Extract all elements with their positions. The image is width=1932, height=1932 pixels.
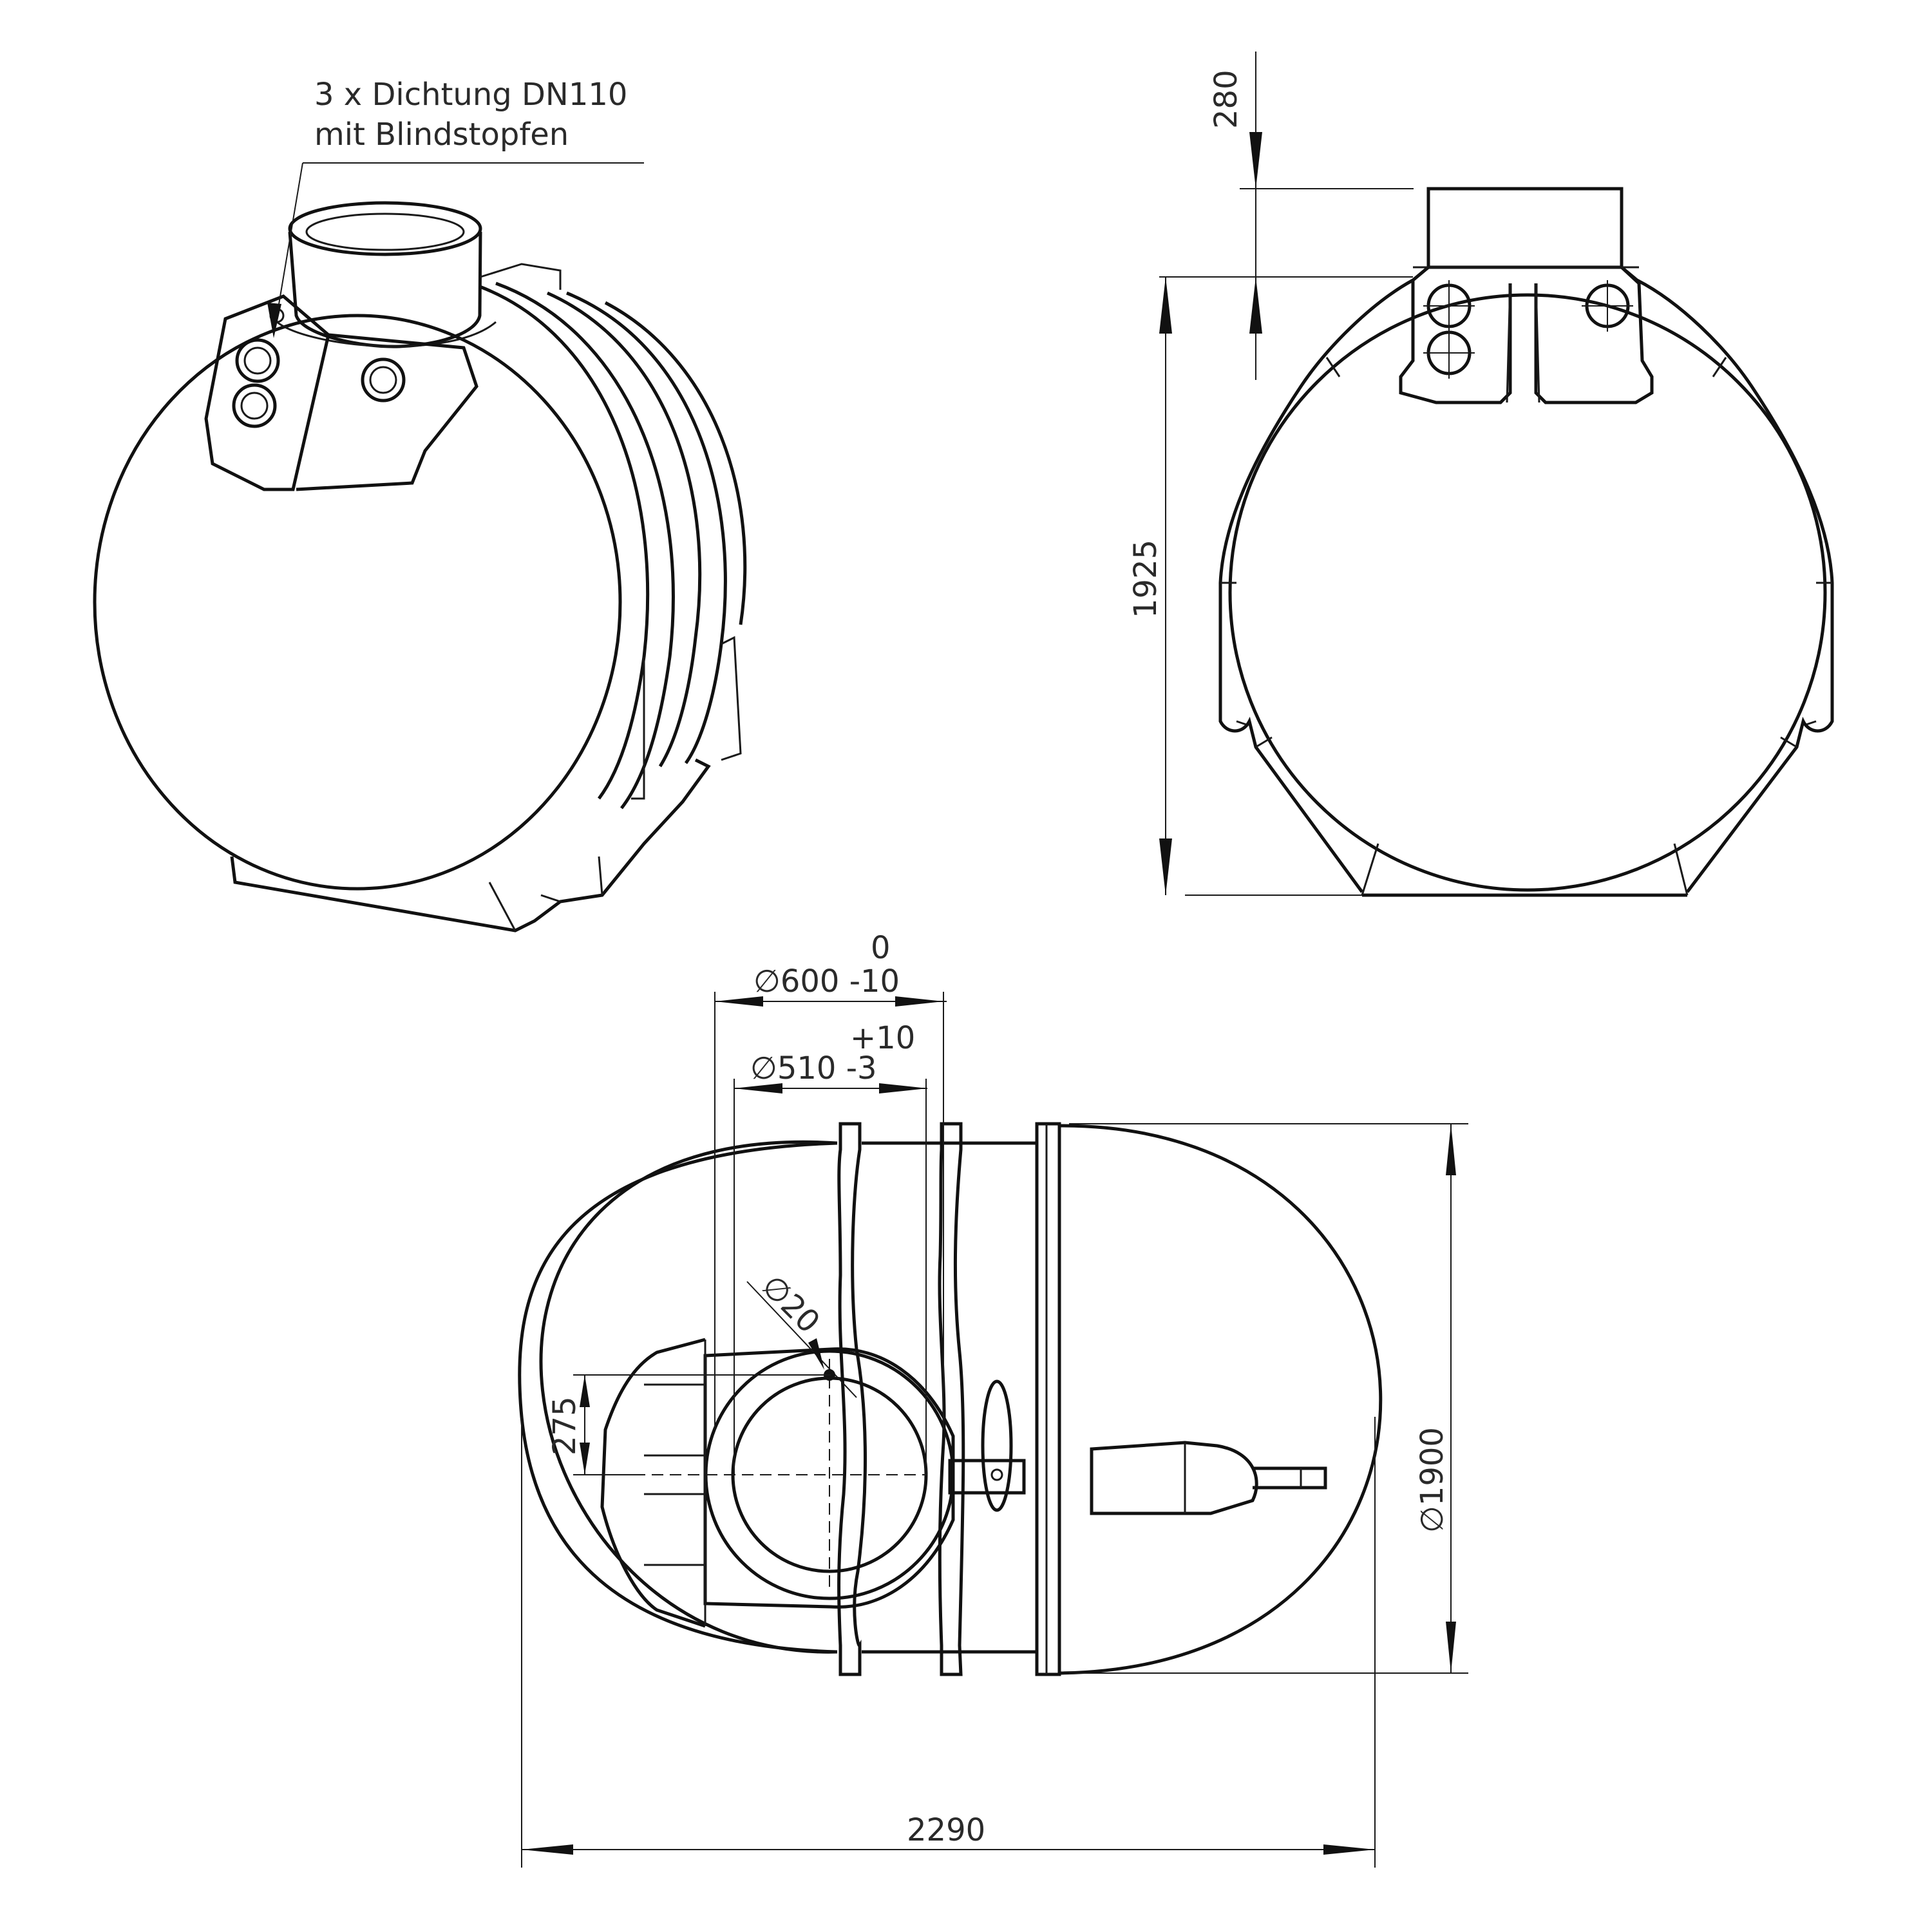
iso-seal-2 [232,383,277,428]
dim-d1900-arrow-bot [1446,1622,1456,1673]
dim-d510-lower-tol: +10 [850,1020,915,1056]
dim-280-arrow-top [1249,132,1262,189]
iso-rib-4 [566,291,727,764]
dim-275-arrow-bot [580,1443,590,1475]
front-block-right [1534,266,1654,404]
iso-seal-1 [235,338,280,383]
dim-d600-arrow-left [715,996,763,1007]
dim-275-label: 275 [547,1396,583,1455]
dim-280-label: 280 [1208,70,1244,129]
front-block-slot [1506,283,1540,403]
dim-d20-leader [746,1281,857,1398]
top-outlet-body [1090,1441,1258,1515]
top-rib-1 [837,1122,867,1676]
front-port-2-cross [1423,327,1475,379]
callout-arrowhead [267,303,281,338]
dim-2290-label: 2290 [907,1812,985,1848]
front-rib-left [1220,582,1247,726]
front-base-chamfer-left [1361,843,1379,896]
front-diag-right [1712,357,1797,748]
iso-rib-5 [604,301,747,625]
dim-d600-upper-tol: 0 [871,930,891,966]
iso-bottom-skid-inner-2 [540,856,603,903]
dim-d20-label: ∅20 [755,1268,827,1340]
dim-1925-arrow-top [1159,277,1172,334]
dim-1925-label: 1925 [1128,540,1164,618]
iso-rib-foot-2 [721,636,742,761]
dim-d1900-arrow-top [1446,1124,1456,1175]
dim-2290-arrow-right [1323,1844,1375,1855]
front-shaft [1426,187,1624,269]
top-lug-bracket [948,1459,1026,1495]
dim-d510-label: ∅510 -3 [750,1050,877,1086]
dim-280-arrow-bot [1249,277,1262,334]
front-port-3-cross [1582,280,1633,332]
top-shaft-collar [703,1347,955,1609]
front-saddle-left [1218,266,1430,893]
top-rib-2 [938,1122,965,1676]
iso-bottom-skid-inner [488,882,516,931]
dim-2290-arrow-left [522,1844,573,1855]
iso-manifold-side [296,333,478,491]
isometric-view: 3 x Dichtung DN110 mit Blindstopfen [93,77,747,933]
iso-neck-rim-inner [305,213,465,251]
front-saddle-right [1620,266,1834,893]
dim-1925-arrow-bot [1159,838,1172,895]
iso-neck-base [276,321,497,348]
dim-d510-arrow-right [879,1083,927,1094]
iso-tank-body [93,314,622,891]
dim-d20-arrow [808,1338,824,1370]
callout-line-2: mit Blindstopfen [314,117,569,153]
top-outlet-pipe [1253,1466,1327,1490]
iso-bottom-skid [230,758,711,933]
iso-seal-3 [361,357,406,402]
callout-line-1: 3 x Dichtung DN110 [314,77,627,113]
dim-d600-arrow-right [895,996,943,1007]
iso-rib-2 [495,281,675,810]
front-port-1-cross [1423,280,1475,332]
top-lug-hole [990,1468,1003,1481]
front-tank-body [1228,293,1827,892]
dim-d1900-label: ∅1900 [1414,1427,1450,1533]
front-view: 280 1925 [1128,52,1834,897]
front-diag-left [1255,357,1341,748]
iso-rib-1 [479,285,650,800]
iso-manifold-block [204,294,330,491]
top-view: 0 ∅600 -10 +10 ∅510 -3 ∅20 275 ∅1900 [518,930,1468,1868]
iso-seal-2-inner [240,392,269,420]
iso-seal-1-inner [243,346,272,375]
iso-seal-3-inner [369,366,397,394]
front-rib-right [1806,582,1832,726]
top-lug [981,1379,1013,1512]
iso-rib-foot-1 [631,657,645,800]
front-base-chamfer-right [1673,843,1689,896]
iso-rib-3 [546,291,702,768]
dim-d510-arrow-left [734,1083,782,1094]
dim-d600-label: ∅600 -10 [753,963,900,999]
top-dome-left-inner [518,1141,838,1654]
top-left-block-inner [644,1383,705,1566]
iso-top-shelf [480,263,562,290]
top-rib-3 [1035,1122,1061,1676]
top-left-block [600,1338,706,1628]
dim-275-arrow-top [580,1375,590,1407]
iso-neck-rim-outer [288,201,482,256]
top-dome-right [1059,1124,1383,1675]
top-dome-left [539,1140,838,1654]
